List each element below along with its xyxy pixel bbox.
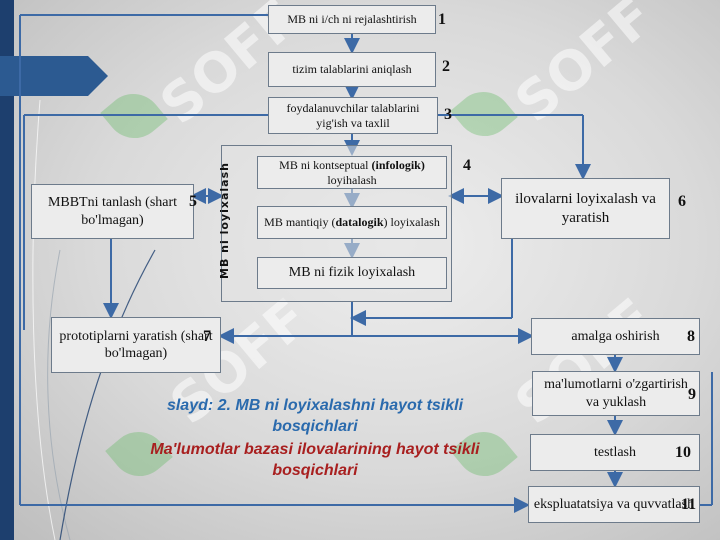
- stage-box-data-conversion: ma'lumotlarni o'zgartirish va yuklash: [532, 371, 700, 416]
- logical-text-bold: datalogik: [335, 215, 384, 229]
- stage-box-prototyping: prototiplarni yaratish (shart bo'lmagan): [51, 317, 221, 373]
- stage-label-dbms-selection: MBBTni tanlash (shart bo'lmagan): [47, 195, 178, 228]
- stage-label-user-requirements: foydalanuvchilar talablarini yig'ish va …: [286, 100, 420, 130]
- conceptual-text-bold: (infologik): [371, 157, 425, 172]
- stage-label-conceptual-design: MB ni kontseptual (infologik) loyihalash: [261, 158, 443, 188]
- logical-text-suffix: ) loyixalash: [383, 215, 440, 229]
- stage-box-application-design: ilovalarni loyixalash va yaratish: [501, 178, 670, 239]
- stage-label-planning: MB ni i/ch ni rejalashtirish: [287, 12, 417, 26]
- arrow-tab-icon: [0, 56, 108, 96]
- stage-label-prototyping: prototiplarni yaratish (shart bo'lmagan): [59, 328, 213, 362]
- stage-number-7: 7: [203, 328, 211, 345]
- stage-box-physical-design: MB ni fizik loyixalash: [257, 257, 447, 289]
- stage-label-implementation: amalga oshirish: [571, 328, 660, 344]
- stage-label-testing: testlash: [594, 444, 636, 460]
- stage-box-user-requirements: foydalanuvchilar talablarini yig'ish va …: [268, 97, 438, 134]
- stage-number-10: 10: [675, 444, 691, 461]
- stage-number-11: 11: [681, 496, 697, 513]
- slide-caption-subtitle: Ma'lumotlar bazasi ilovalarining hayot t…: [150, 441, 480, 479]
- stage-box-operation: ekspluatatsiya va quvvatlash: [528, 486, 700, 523]
- conceptual-text-prefix: MB ni kontseptual: [279, 157, 372, 172]
- stage-label-data-conversion: ma'lumotlarni o'zgartirish va yuklash: [544, 377, 688, 410]
- stage-box-testing: testlash: [530, 434, 700, 471]
- stage-box-logical-design: MB mantiqiy (datalogik) loyixalash: [257, 206, 447, 239]
- stage-label-logical-design: MB mantiqiy (datalogik) loyixalash: [264, 215, 440, 230]
- stage-number-8: 8: [687, 328, 695, 345]
- logical-text-prefix: MB mantiqiy (: [264, 215, 336, 229]
- stage-number-3: 3: [444, 106, 452, 123]
- stage-number-1: 1: [438, 11, 446, 28]
- stage-box-conceptual-design: MB ni kontseptual (infologik) loyihalash: [257, 156, 447, 189]
- stage-label-application-design: ilovalarni loyixalash va yaratish: [515, 190, 656, 226]
- stage-number-5: 5: [189, 193, 197, 210]
- stage-label-operation: ekspluatatsiya va quvvatlash: [533, 496, 695, 512]
- stage-box-planning: MB ni i/ch ni rejalashtirish: [268, 5, 436, 34]
- stage-number-6: 6: [678, 193, 686, 210]
- stage-box-implementation: amalga oshirish: [531, 318, 700, 355]
- stage-box-requirements: tizim talablarini aniqlash: [268, 52, 436, 87]
- stage-number-2: 2: [442, 58, 450, 75]
- design-group-vertical-label: MB ni loyixalash: [218, 162, 231, 279]
- stage-label-physical-design: MB ni fizik loyixalash: [288, 265, 416, 281]
- stage-number-4: 4: [463, 157, 471, 174]
- stage-label-requirements: tizim talablarini aniqlash: [292, 62, 412, 76]
- left-accent-bar: [0, 0, 14, 540]
- stage-box-dbms-selection: MBBTni tanlash (shart bo'lmagan): [31, 184, 194, 239]
- conceptual-text-suffix: loyihalash: [327, 172, 377, 187]
- stage-number-9: 9: [688, 386, 696, 403]
- slide-caption-title: slayd: 2. MB ni loyixalashni hayot tsikl…: [166, 397, 464, 435]
